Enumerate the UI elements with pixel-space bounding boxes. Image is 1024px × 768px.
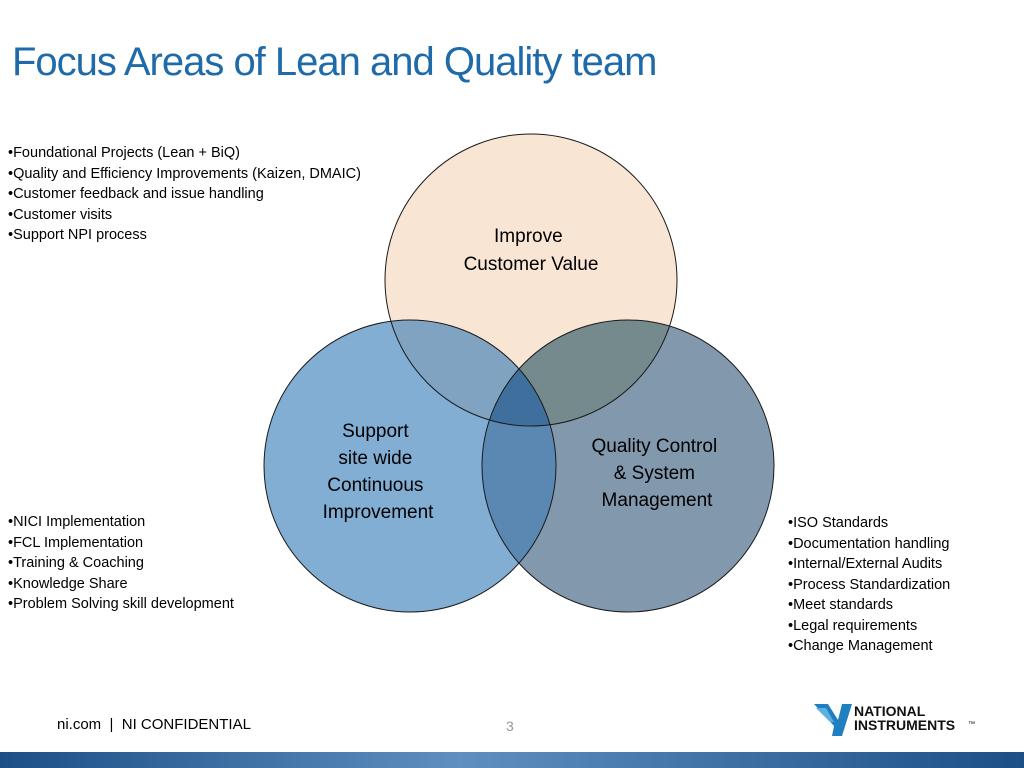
list-item: Support NPI process bbox=[8, 225, 361, 246]
list-item: FCL Implementation bbox=[8, 533, 234, 554]
list-item: Meet standards bbox=[788, 595, 950, 616]
list-item: Legal requirements bbox=[788, 616, 950, 637]
list-item: Training & Coaching bbox=[8, 553, 234, 574]
bottom-bar bbox=[0, 752, 1024, 768]
list-item: ISO Standards bbox=[788, 513, 950, 534]
circle-right-label: Quality Control & System Management bbox=[592, 436, 723, 511]
footer-text: ni.com | NI CONFIDENTIAL bbox=[57, 716, 251, 733]
circle-outlines bbox=[263, 133, 775, 613]
list-item: Quality and Efficiency Improvements (Kai… bbox=[8, 164, 361, 185]
eagle-logo-icon bbox=[814, 704, 852, 736]
list-item: Foundational Projects (Lean + BiQ) bbox=[8, 143, 361, 164]
overlap-top-right bbox=[482, 320, 677, 426]
list-item: Customer visits bbox=[8, 205, 361, 226]
list-item: Knowledge Share bbox=[8, 574, 234, 595]
slide-title: Focus Areas of Lean and Quality team bbox=[12, 40, 657, 84]
national-instruments-logo: NATIONAL INSTRUMENTS ™ bbox=[814, 703, 975, 736]
right-bullet-list: ISO Standards Documentation handling Int… bbox=[788, 513, 950, 657]
logo-trademark: ™ bbox=[968, 721, 975, 728]
top-bullet-list: Foundational Projects (Lean + BiQ) Quali… bbox=[8, 143, 361, 246]
circle-top-label: Improve Customer Value bbox=[464, 226, 599, 275]
list-item: Customer feedback and issue handling bbox=[8, 184, 361, 205]
overlap-top-left bbox=[385, 320, 556, 426]
logo-line1: NATIONAL bbox=[854, 703, 926, 719]
list-item: Documentation handling bbox=[788, 534, 950, 555]
list-item: Change Management bbox=[788, 636, 950, 657]
page-number: 3 bbox=[506, 718, 514, 734]
list-item: Internal/External Audits bbox=[788, 554, 950, 575]
list-item: NICI Implementation bbox=[8, 512, 234, 533]
circle-left-label: Support site wide Continuous Improvement bbox=[323, 421, 435, 523]
logo-line2: INSTRUMENTS bbox=[854, 717, 955, 733]
left-bullet-list: NICI Implementation FCL Implementation T… bbox=[8, 512, 234, 615]
list-item: Problem Solving skill development bbox=[8, 594, 234, 615]
list-item: Process Standardization bbox=[788, 575, 950, 596]
